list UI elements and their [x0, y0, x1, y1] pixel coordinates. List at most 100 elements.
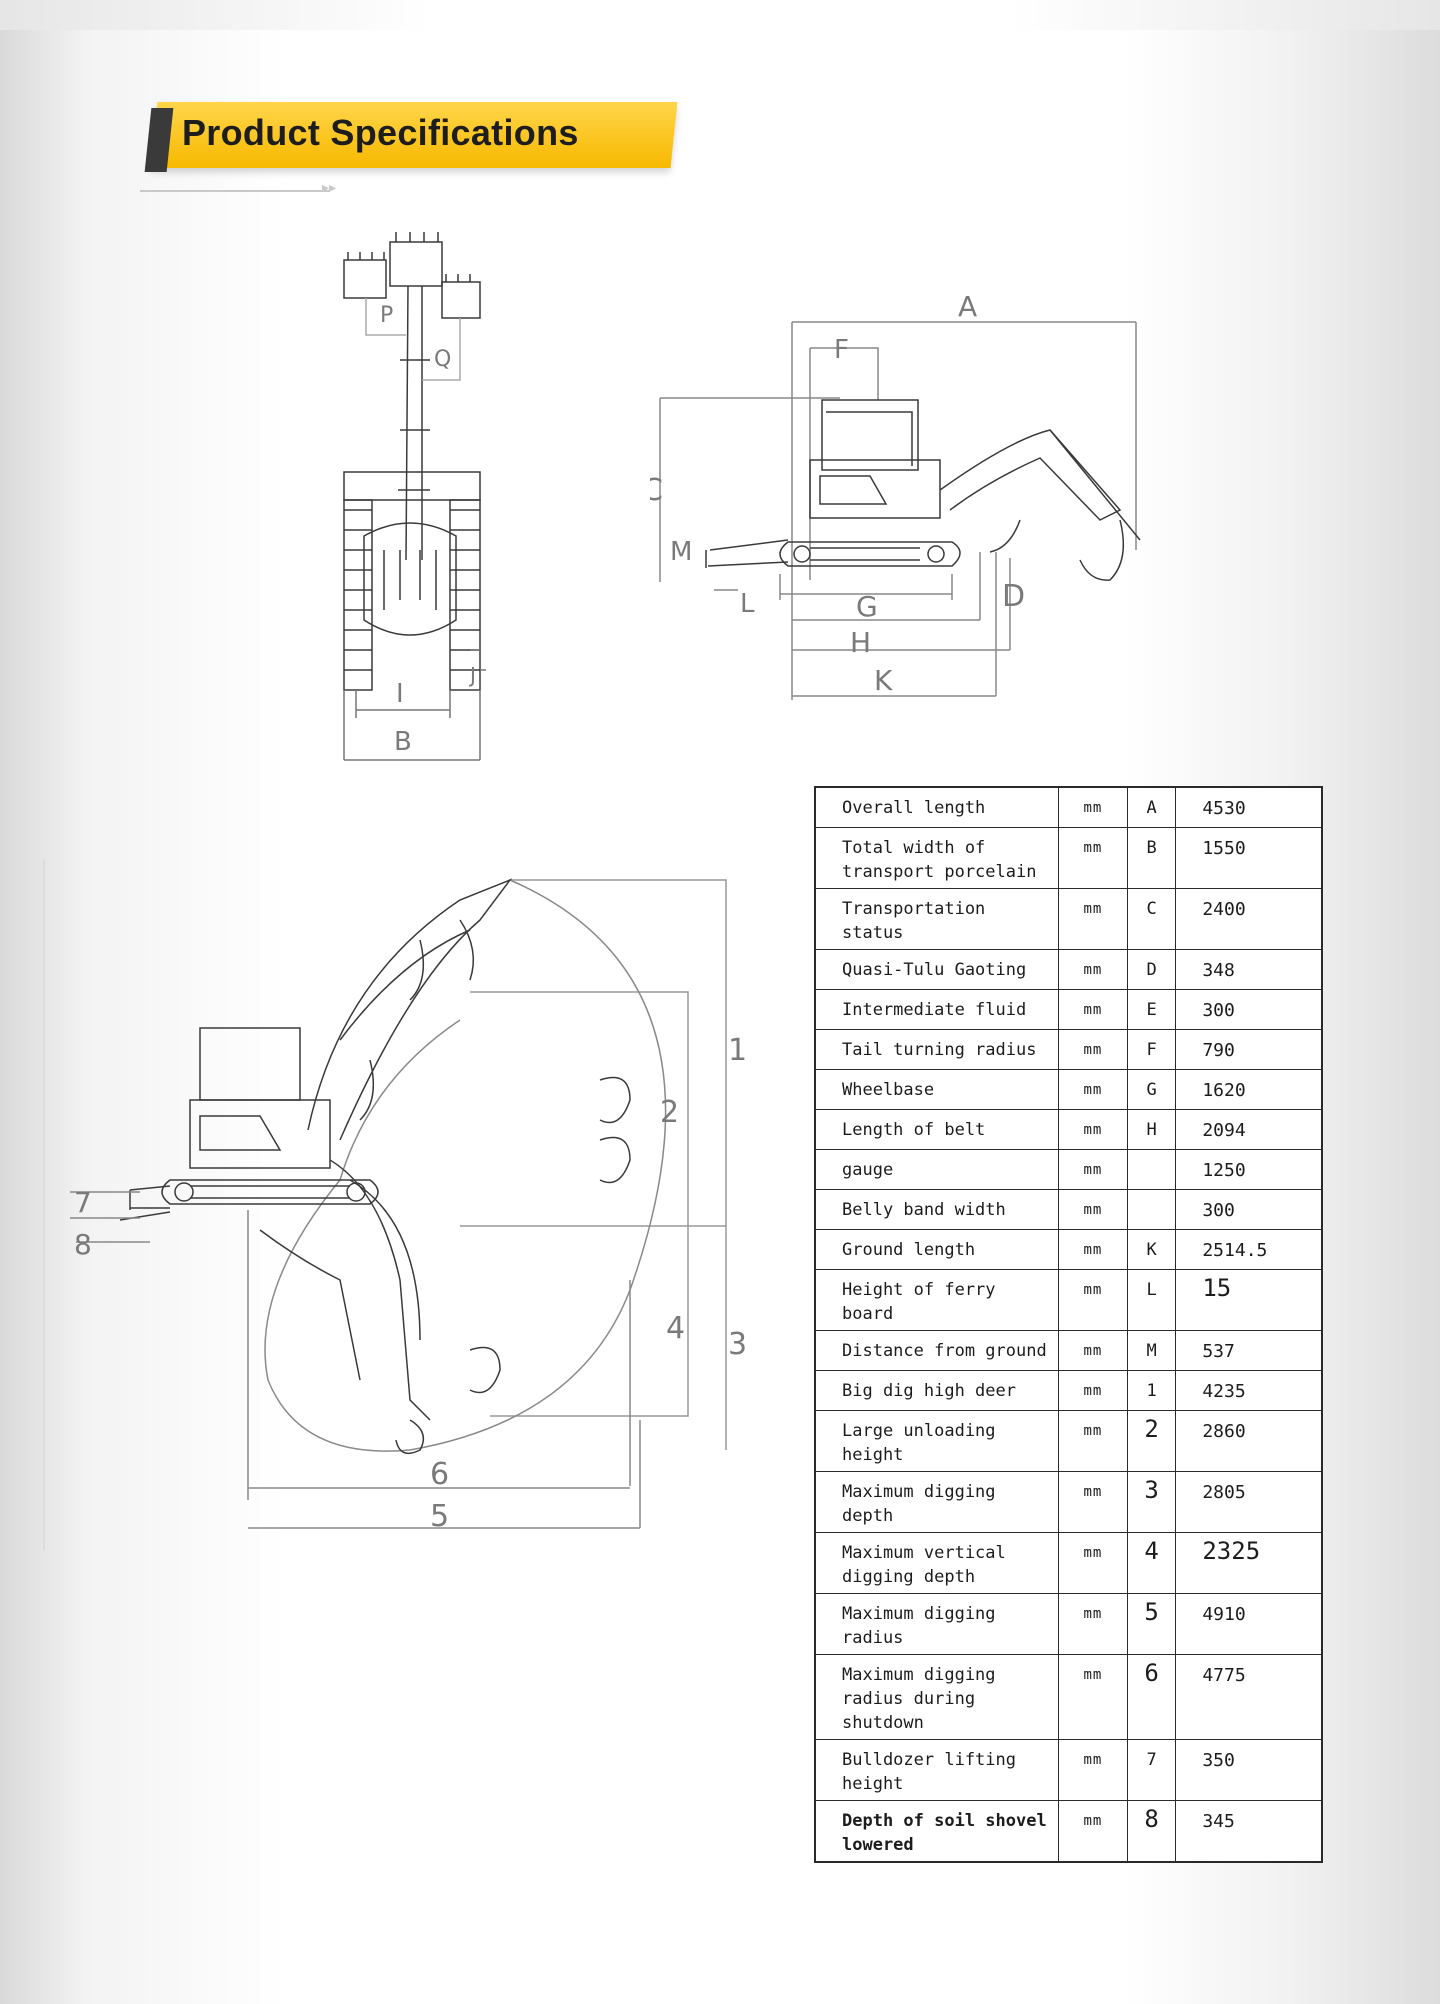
dim-label-F: F — [834, 335, 849, 365]
spec-value: 2805 — [1175, 1470, 1323, 1533]
spec-unit: mm — [1057, 1470, 1128, 1533]
spec-code: M — [1126, 1329, 1177, 1371]
spec-unit: mm — [1057, 1028, 1128, 1070]
top-view-drawing: P Q I J B — [330, 230, 510, 770]
spec-value: 1250 — [1175, 1148, 1323, 1190]
spec-unit: mm — [1057, 1369, 1128, 1411]
spec-value: 2514.5 — [1175, 1228, 1323, 1270]
spec-unit: mm — [1057, 1329, 1128, 1371]
spec-code: 3 — [1126, 1470, 1177, 1533]
spec-value: 15 — [1175, 1268, 1323, 1331]
spec-unit: mm — [1057, 1531, 1128, 1594]
dim-label-H: H — [850, 626, 871, 659]
spec-code: G — [1126, 1068, 1177, 1110]
spec-code: L — [1126, 1268, 1177, 1331]
spec-name: Depth of soil shovel lowered — [814, 1799, 1059, 1863]
spec-unit: mm — [1057, 948, 1128, 990]
dim-label-M: M — [670, 537, 692, 567]
spec-code: 8 — [1126, 1799, 1177, 1863]
spec-value: 300 — [1175, 988, 1323, 1030]
spec-name: Belly band width — [814, 1188, 1059, 1230]
page-top-strip — [0, 0, 1440, 30]
spec-value: 4910 — [1175, 1592, 1323, 1655]
dim-label-A: A — [958, 290, 977, 323]
working-range-drawing: 1 2 3 4 5 6 7 8 — [40, 860, 780, 1560]
spec-unit: mm — [1057, 1799, 1128, 1863]
dim-label-C: C — [650, 473, 663, 508]
spec-unit: mm — [1057, 1409, 1128, 1472]
spec-value: 345 — [1175, 1799, 1323, 1863]
spec-name: Maximum vertical digging depth — [814, 1531, 1059, 1594]
spec-code: 4 — [1126, 1531, 1177, 1594]
header-arrows-icon: ▸▸ — [322, 180, 337, 196]
side-view-drawing: A F C M L G D H K — [650, 290, 1150, 710]
spec-name: Maximum digging depth — [814, 1470, 1059, 1533]
dim-label-5: 5 — [430, 1499, 449, 1534]
spec-value: 2860 — [1175, 1409, 1323, 1472]
spec-name: Intermediate fluid — [814, 988, 1059, 1030]
spec-unit: mm — [1057, 1108, 1128, 1150]
spec-unit: mm — [1057, 1068, 1128, 1110]
spec-value: 350 — [1175, 1738, 1323, 1801]
spec-name: Height of ferry board — [814, 1268, 1059, 1331]
spec-value: 4775 — [1175, 1653, 1323, 1740]
spec-value: 537 — [1175, 1329, 1323, 1371]
spec-unit: mm — [1057, 1228, 1128, 1270]
dim-label-3: 3 — [728, 1327, 747, 1362]
spec-unit: mm — [1057, 826, 1128, 889]
spec-name: Distance from ground — [814, 1329, 1059, 1371]
dim-label-I: I — [396, 679, 404, 709]
spec-unit: mm — [1057, 1738, 1128, 1801]
spec-code: 7 — [1126, 1738, 1177, 1801]
spec-name: Transportation status — [814, 887, 1059, 950]
spec-code: K — [1126, 1228, 1177, 1270]
dim-label-6: 6 — [430, 1457, 449, 1492]
spec-name: Maximum digging radius during shutdown — [814, 1653, 1059, 1740]
spec-unit: mm — [1057, 1653, 1128, 1740]
spec-value: 2094 — [1175, 1108, 1323, 1150]
dim-label-K: K — [874, 664, 893, 697]
spec-unit: mm — [1057, 786, 1128, 828]
spec-name: Maximum digging radius — [814, 1592, 1059, 1655]
spec-name: Length of belt — [814, 1108, 1059, 1150]
spec-name: Quasi-Tulu Gaoting — [814, 948, 1059, 990]
spec-name: gauge — [814, 1148, 1059, 1190]
dim-label-G: G — [856, 590, 878, 623]
spec-value: 4235 — [1175, 1369, 1323, 1411]
spec-code: B — [1126, 826, 1177, 889]
spec-value: 300 — [1175, 1188, 1323, 1230]
dim-label-4: 4 — [666, 1311, 685, 1346]
spec-code: A — [1126, 786, 1177, 828]
dim-label-2: 2 — [660, 1095, 679, 1130]
spec-value: 1620 — [1175, 1068, 1323, 1110]
spec-value: 4530 — [1175, 786, 1323, 828]
spec-name: Total width of transport porcelain — [814, 826, 1059, 889]
spec-code: 2 — [1126, 1409, 1177, 1472]
dim-label-Q: Q — [434, 347, 451, 372]
spec-name: Ground length — [814, 1228, 1059, 1270]
spec-name: Large unloading height — [814, 1409, 1059, 1472]
dim-label-L: L — [740, 589, 755, 619]
spec-name: Big dig high deer — [814, 1369, 1059, 1411]
dim-label-D: D — [1002, 579, 1025, 614]
spec-code: E — [1126, 988, 1177, 1030]
dim-label-1: 1 — [728, 1033, 747, 1068]
dim-label-7: 7 — [74, 1186, 92, 1219]
header-underline — [140, 190, 330, 192]
